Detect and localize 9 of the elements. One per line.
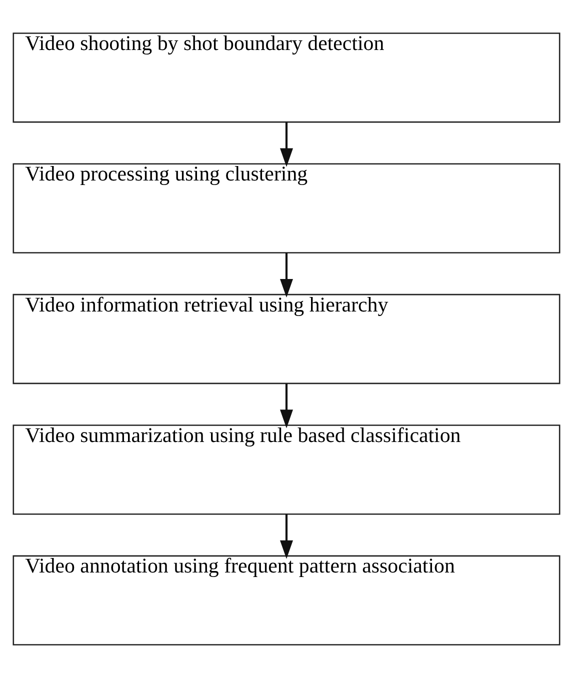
node-box: Video information retrieval using hierarchy xyxy=(12,293,560,384)
node-box: Video annotation using frequent pattern association xyxy=(12,554,560,645)
node-box: Video summarization using rule based classification xyxy=(12,424,560,514)
arrow xyxy=(280,383,293,428)
arrow xyxy=(280,514,293,558)
arrow xyxy=(280,122,293,166)
node-box: Video shooting by shot boundary detection xyxy=(12,32,560,122)
node-box: Video processing using clustering xyxy=(12,162,560,253)
arrow xyxy=(280,252,293,298)
